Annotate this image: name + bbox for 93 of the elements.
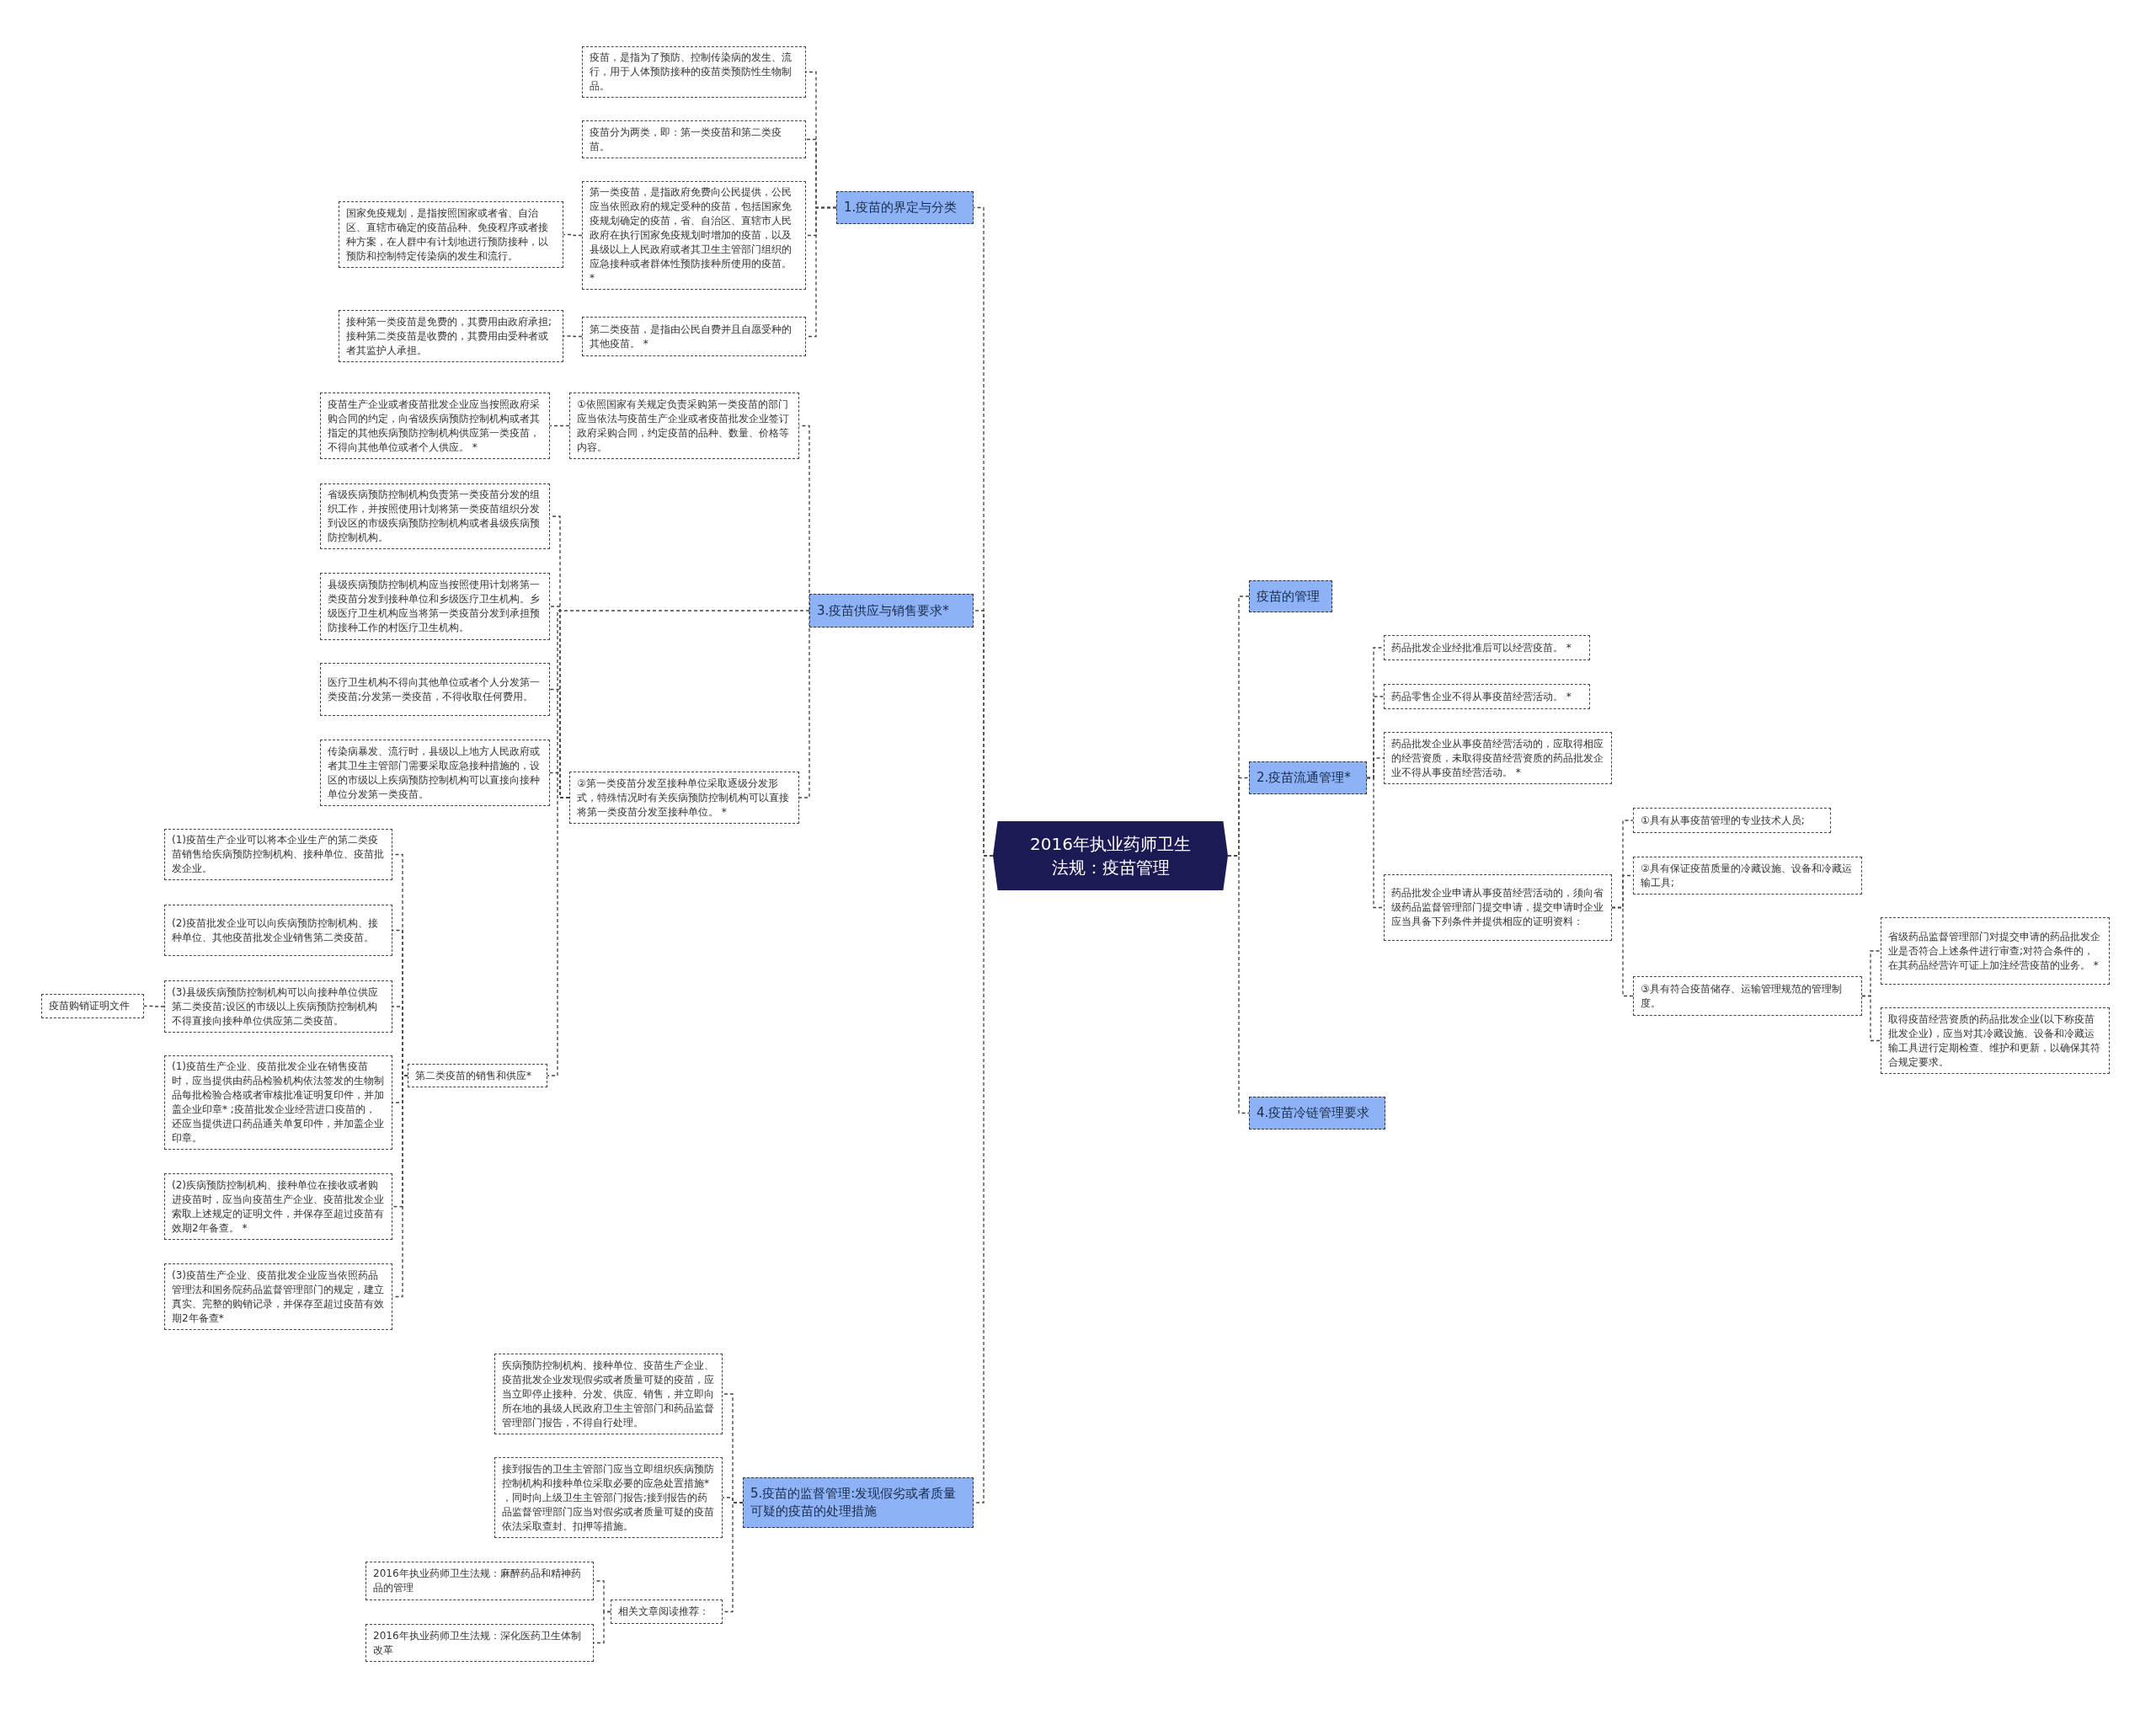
branch-topic <box>836 191 974 224</box>
leaf-topic <box>1633 976 1862 1016</box>
leaf-topic <box>339 201 563 268</box>
node-text: 疫苗购销证明文件 <box>49 999 130 1013</box>
node-text: (2)疾病预防控制机构、接种单位在接收或者购进疫苗时，应当向疫苗生产企业、疫苗批发企业索取上述规定的证明文件，并保存至超过疫苗有效期2年备查。 * <box>172 1178 385 1236</box>
leaf-topic <box>1384 684 1590 709</box>
node-text: 1.疫苗的界定与分类 <box>844 199 958 216</box>
node-text: (3)疫苗生产企业、疫苗批发企业应当依照药品管理法和国务院药品监督管理部门的规定，建立真实、完整的购销记录，并保存至超过疫苗有效期2年备查* <box>172 1268 385 1326</box>
leaf-topic <box>164 1263 392 1330</box>
leaf-topic <box>164 980 392 1033</box>
node-text: 药品批发企业申请从事疫苗经营活动的，须向省级药品监督管理部门提交申请，提交申请时企业应当具备下列条件并提供相应的证明资料： <box>1391 886 1604 929</box>
node-text: 2016年执业药师卫生法规：深化医药卫生体制改革 <box>373 1628 582 1658</box>
leaf-topic <box>1633 808 1831 833</box>
leaf-topic <box>366 1562 594 1600</box>
node-text: 疾病预防控制机构、接种单位、疫苗生产企业、疫苗批发企业发现假劣或者质量可疑的疫苗，应当立即停止接种、分发、供应、销售，并立即向所在地的县级人民政府卫生主管部门和药品监督管理部门报告，不得自行处理。 <box>502 1358 715 1430</box>
leaf-topic <box>582 120 806 158</box>
node-text: 5.疫苗的监督管理:发现假劣或者质量可疑的疫苗的处理措施 <box>750 1485 958 1520</box>
node-text: 第二类疫苗的销售和供应* <box>415 1068 531 1083</box>
node-text: 县级疾病预防控制机构应当按照使用计划将第一类疫苗分发到接种单位和乡级医疗卫生机构。乡级医疗卫生机构应当将第一类疫苗分发到承担预防接种工作的村医疗卫生机构。 <box>328 578 541 635</box>
branch-topic <box>743 1477 974 1528</box>
node-text: (1)疫苗生产企业可以将本企业生产的第二类疫苗销售给疾病预防控制机构、接种单位、疫苗批发企业。 <box>172 833 385 876</box>
node-text: 省级疾病预防控制机构负责第一类疫苗分发的组织工作，并按照使用计划将第一类疫苗组织分发到设区的市级疾病预防控制机构或者县级疾病预防控制机构。 <box>328 488 541 545</box>
leaf-topic <box>582 181 806 290</box>
leaf-topic <box>320 483 550 549</box>
branch-topic <box>1249 580 1332 612</box>
leaf-topic <box>569 393 799 459</box>
node-text: ②第一类疫苗分发至接种单位采取逐级分发形式，特殊情况时有关疾病预防控制机构可以直接将第一类疫苗分发至接种单位。 * <box>577 776 790 820</box>
leaf-topic <box>569 772 799 824</box>
connector-line <box>563 335 583 338</box>
node-text: 医疗卫生机构不得向其他单位或者个人分发第一类疫苗;分发第一类疫苗，不得收取任何费用。 <box>328 675 541 704</box>
node-text: 第一类疫苗，是指政府免费向公民提供，公民应当依照政府的规定受种的疫苗，包括国家免疫规划确定的疫苗，省、自治区、直辖市人民政府在执行国家免疫规划时增加的疫苗，以及县级以上人民政府或者其卫生主管部门组织的应急接种或者群体性预防接种所使用的疫苗。 * <box>590 185 792 286</box>
leaf-topic <box>41 994 144 1018</box>
leaf-topic <box>494 1354 723 1434</box>
node-text: ①依照国家有关规定负责采购第一类疫苗的部门应当依法与疫苗生产企业或者疫苗批发企业签订政府采购合同，约定疫苗的品种、数量、价格等内容。 <box>577 397 790 455</box>
node-text: 传染病暴发、流行时，县级以上地方人民政府或者其卫生主管部门需要采取应急接种措施的，设区的市级以上疾病预防控制机构可以直接向接种单位分发第一类疫苗。 <box>328 744 541 802</box>
node-text: ②具有保证疫苗质量的冷藏设施、设备和冷藏运输工具; <box>1641 861 1853 890</box>
node-text: 2.疫苗流通管理* <box>1257 769 1351 787</box>
leaf-topic <box>582 317 806 356</box>
node-text: 药品零售企业不得从事疫苗经营活动。 * <box>1391 689 1572 704</box>
leaf-topic <box>164 829 392 880</box>
leaf-topic <box>320 393 550 459</box>
central-topic <box>993 821 1228 890</box>
node-text: 取得疫苗经营资质的药品批发企业(以下称疫苗批发企业)，应当对其冷藏设施、设备和冷藏运输工具进行定期检查、维护和更新，以确保其符合规定要求。 <box>1888 1012 2101 1070</box>
node-text: 3.疫苗供应与销售要求* <box>817 601 949 620</box>
leaf-topic <box>1384 732 1612 784</box>
leaf-topic <box>408 1064 547 1087</box>
node-text: 疫苗分为两类，即：第一类疫苗和第二类疫苗。 <box>590 125 782 154</box>
leaf-topic <box>582 46 806 98</box>
leaf-topic <box>1633 857 1862 895</box>
node-text: 药品批发企业从事疫苗经营活动的，应取得相应的经营资质，未取得疫苗经营资质的药品批发企业不得从事疫苗经营活动。 * <box>1391 736 1604 780</box>
connector-line <box>1611 906 1634 997</box>
node-text: (1)疫苗生产企业、疫苗批发企业在销售疫苗时，应当提供由药品检验机构依法签发的生物制品每批检验合格或者审核批准证明复印件，并加盖企业印章* ;疫苗批发企业经营进口疫苗的，还应当提供进口药品通关单复印件，并加盖企业印章。 <box>172 1060 385 1146</box>
leaf-topic <box>611 1600 723 1624</box>
leaf-topic <box>1384 635 1590 660</box>
leaf-topic <box>320 573 550 640</box>
leaf-topic <box>1881 1007 2110 1074</box>
node-text: 2016年执业药师卫生法规：麻醉药品和精神药品的管理 <box>373 1567 582 1595</box>
node-text: 疫苗，是指为了预防、控制传染病的发生、流行，用于人体预防接种的疫苗类预防性生物制品。 <box>590 51 792 93</box>
leaf-topic <box>164 905 392 956</box>
connector-line <box>563 233 583 237</box>
leaf-topic <box>494 1457 723 1538</box>
leaf-topic <box>320 663 550 716</box>
node-text: 4.疫苗冷链管理要求 <box>1257 1104 1370 1122</box>
connector-line <box>1227 855 1250 1114</box>
leaf-topic <box>320 740 550 806</box>
node-text: 2016年执业药师卫生法规：疫苗管理 <box>1029 833 1192 879</box>
connector-line <box>547 610 810 1076</box>
branch-topic <box>1249 1097 1385 1130</box>
node-text: 疫苗的管理 <box>1257 587 1320 606</box>
connector-line <box>549 772 570 798</box>
leaf-topic <box>164 1173 392 1240</box>
branch-topic <box>1249 761 1367 794</box>
node-text: 第二类疫苗，是指由公民自费并且自愿受种的其他疫苗。 * <box>590 322 792 351</box>
node-text: 接种第一类疫苗是免费的，其费用由政府承担;接种第二类疫苗是收费的，其费用由受种者或者其监护人承担。 <box>346 314 553 358</box>
node-text: 接到报告的卫生主管部门应当立即组织疾病预防控制机构和接种单位采取必要的应急处置措施* ，同时向上级卫生主管部门报告;接到报告的药品监督管理部门应当对假劣或者质量可疑的疫苗依法采取查封、扣押等措施。 <box>502 1461 715 1534</box>
node-text: ③具有符合疫苗储存、运输管理规范的管理制度。 <box>1641 981 1843 1011</box>
node-text: (3)县级疾病预防控制机构可以向接种单位供应第二类疫苗;设区的市级以上疾病预防控制机构不得直接向接种单位供应第二类疫苗。 <box>172 985 379 1028</box>
leaf-topic <box>366 1624 594 1662</box>
connector-line <box>1861 995 1881 1042</box>
node-text: 省级药品监督管理部门对提交申请的药品批发企业是否符合上述条件进行审查;对符合条件的，在其药品经营许可证上加注经营疫苗的业务。 * <box>1888 929 2101 973</box>
node-text: 国家免疫规划，是指按照国家或者省、自治区、直辖市确定的疫苗品种、免疫程序或者接种方案，在人群中有计划地进行预防接种，以预防和控制特定传染病的发生和流行。 <box>346 206 549 264</box>
connector-line <box>143 1005 165 1007</box>
node-text: (2)疫苗批发企业可以向疾病预防控制机构、接种单位、其他疫苗批发企业销售第二类疫苗。 <box>172 916 379 945</box>
connector-line <box>1366 777 1385 909</box>
node-text: 相关文章阅读推荐： <box>618 1605 709 1619</box>
node-text: 疫苗生产企业或者疫苗批发企业应当按照政府采购合同的约定，向省级疾病预防控制机构或者其指定的其他疾病预防控制机构供应第一类疫苗，不得向其他单位或者个人供应。 * <box>328 397 541 455</box>
node-text: ①具有从事疫苗管理的专业技术人员; <box>1641 813 1805 828</box>
node-text: 药品批发企业经批准后可以经营疫苗。 * <box>1391 640 1572 655</box>
leaf-topic <box>339 310 563 362</box>
connector-line <box>549 425 570 427</box>
branch-topic <box>809 594 974 628</box>
leaf-topic <box>1881 917 2110 985</box>
leaf-topic <box>1384 874 1612 941</box>
